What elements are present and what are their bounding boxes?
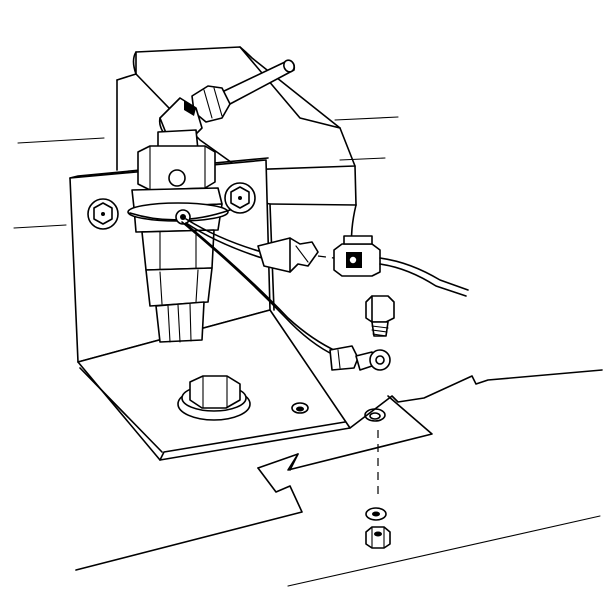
nut xyxy=(365,526,391,549)
bolt xyxy=(365,295,395,337)
wire-harness xyxy=(181,218,339,357)
valve-body xyxy=(127,129,231,343)
base-bolt xyxy=(177,375,251,421)
fuel-line xyxy=(221,59,296,105)
bracket-bolt-left xyxy=(87,198,119,230)
bracket-bolt-right xyxy=(224,182,256,214)
washer xyxy=(365,507,387,521)
background-break-lines xyxy=(13,116,399,229)
wire-connector xyxy=(257,235,469,297)
base-surface xyxy=(75,369,603,587)
ground-ring-terminal xyxy=(329,345,391,371)
